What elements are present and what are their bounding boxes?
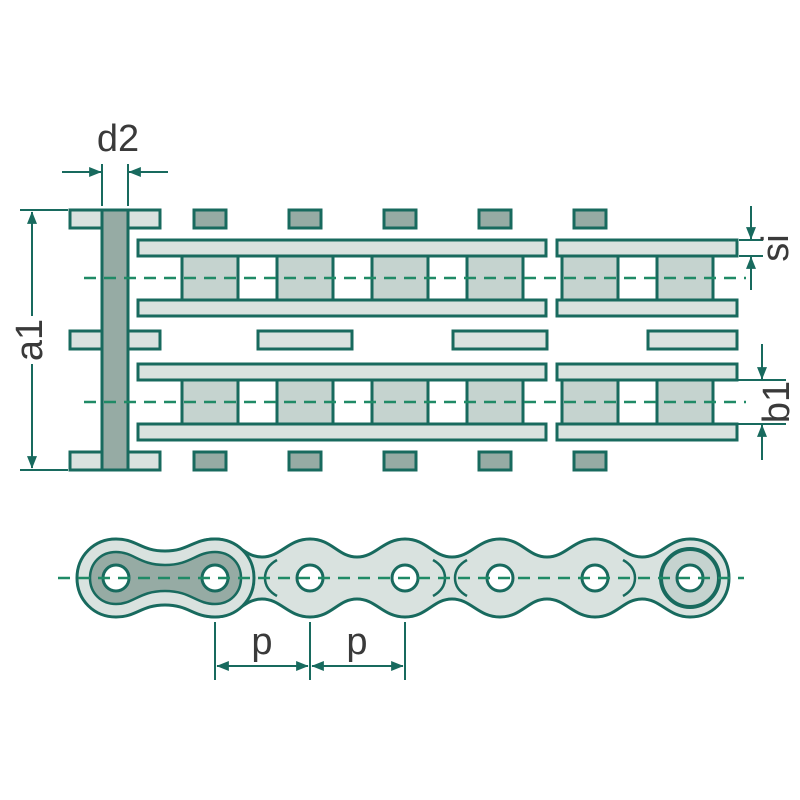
- dim-a1: a1: [9, 209, 68, 471]
- pin-end: [477, 208, 513, 230]
- pin-end: [382, 208, 418, 230]
- inner-plate: [136, 238, 548, 258]
- side-view: p p: [58, 537, 744, 680]
- pin-end: [572, 450, 608, 472]
- middle-plate: [451, 329, 549, 351]
- pin-end: [192, 450, 228, 472]
- roller: [370, 254, 430, 302]
- inner-plate: [555, 422, 739, 442]
- dim-p: p p: [214, 621, 406, 680]
- middle-plate: [646, 329, 739, 351]
- inner-plate: [555, 238, 739, 258]
- pin-end: [287, 450, 323, 472]
- pin-end: [192, 208, 228, 230]
- dim-b1: b1: [724, 344, 798, 460]
- label-p-left: p: [251, 621, 272, 663]
- label-b1: b1: [756, 381, 798, 423]
- inner-plate: [136, 422, 548, 442]
- label-si: si: [755, 234, 797, 261]
- pin-end: [287, 208, 323, 230]
- pin-end: [477, 450, 513, 472]
- label-d2: d2: [97, 118, 139, 160]
- label-a1: a1: [9, 319, 51, 361]
- plate-edge-arc: [453, 558, 468, 598]
- dim-si: si: [739, 206, 797, 290]
- middle-plate: [256, 329, 354, 351]
- pin-end: [572, 208, 608, 230]
- pin-end: [382, 450, 418, 472]
- plate-edge-arc: [622, 558, 637, 598]
- pin: [100, 208, 130, 472]
- inner-plate: [555, 362, 739, 382]
- inner-plate: [555, 298, 739, 318]
- top-view: d2 a1 si b1: [9, 118, 798, 472]
- inner-plate: [136, 362, 548, 382]
- label-p-right: p: [346, 621, 367, 663]
- inner-plate: [136, 298, 548, 318]
- roller: [370, 378, 430, 426]
- dim-d2: d2: [62, 118, 168, 206]
